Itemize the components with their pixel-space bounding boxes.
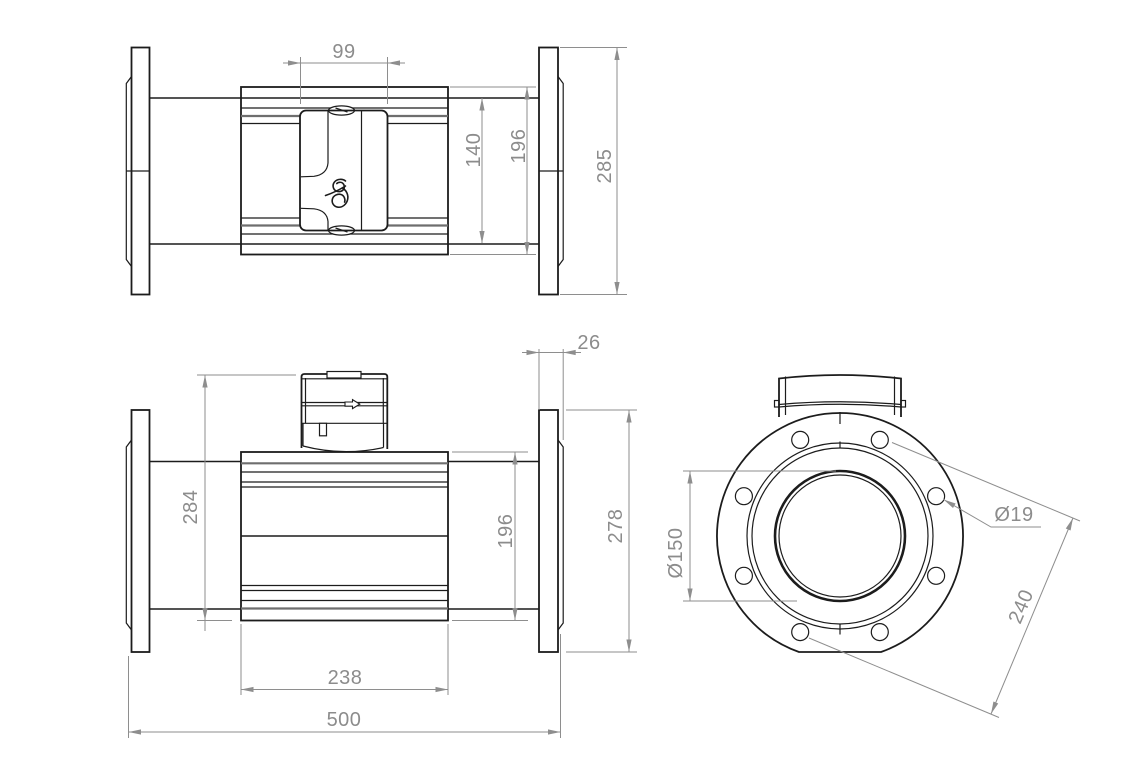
bolt-hole — [870, 430, 889, 449]
head-side-tab — [773, 399, 780, 408]
dim-value: 240 — [1005, 586, 1039, 627]
front-view: 26 284 196 278 238 — [125, 332, 637, 738]
meter-body-front — [149, 451, 539, 622]
dim-value: 140 — [463, 133, 485, 168]
bolt-hole — [926, 487, 946, 506]
flow-direction-arrow-icon — [344, 398, 361, 410]
display-head-top — [299, 105, 389, 236]
display-head-end — [773, 374, 907, 417]
bolt-hole — [734, 487, 754, 506]
dim-value: Ø150 — [665, 528, 687, 579]
dim-value: Ø19 — [994, 504, 1033, 526]
dim-overall-length-500: 500 — [128, 634, 561, 738]
lid-tab — [326, 370, 362, 379]
dim-value: 26 — [577, 332, 600, 354]
bolt-hole — [734, 566, 754, 585]
flange-end — [716, 412, 964, 653]
dim-value: 196 — [495, 514, 517, 549]
dim-value: 196 — [508, 129, 530, 164]
bolt-hole — [870, 622, 889, 642]
display-head-front — [300, 370, 389, 453]
dim-flange-diameter-278: 278 — [566, 409, 637, 653]
dim-value: 99 — [332, 41, 355, 63]
dim-value: 285 — [594, 149, 616, 184]
flange-right-front — [538, 409, 564, 653]
dim-body-length-238: 238 — [240, 624, 449, 695]
bolt-holes — [734, 430, 946, 642]
dim-value: 500 — [327, 709, 362, 731]
body-rib-lines — [241, 462, 448, 610]
flange-right-top — [538, 46, 564, 296]
dim-bore-diameter-150: Ø150 — [665, 470, 836, 602]
flange-left-top — [125, 46, 151, 296]
dim-body-height-196-top: 196 — [450, 86, 536, 255]
bolt-hole — [791, 622, 810, 642]
dim-head-width-99: 99 — [283, 41, 405, 104]
flange-left-front — [125, 409, 151, 653]
bolt-hole — [926, 566, 946, 585]
dim-value: 238 — [328, 667, 363, 689]
dim-body-height-196-front: 196 — [452, 451, 528, 621]
top-view: 99 140 196 285 — [125, 41, 627, 296]
bolt-hole — [791, 430, 810, 449]
end-view: Ø150 Ø19 240 — [665, 374, 1081, 718]
dim-value: 284 — [180, 490, 202, 525]
dim-pipe-diameter-140: 140 — [463, 98, 485, 244]
manufacturer-logo-swirl-icon — [324, 178, 349, 209]
head-button — [318, 422, 328, 437]
dim-flange-thickness-26: 26 — [522, 332, 600, 440]
dim-value: 278 — [605, 509, 627, 544]
dim-height-over-body-284: 284 — [180, 374, 296, 631]
dim-flange-diameter-285: 285 — [560, 47, 627, 295]
head-side-tab — [900, 399, 907, 408]
bore-circle — [773, 469, 907, 603]
